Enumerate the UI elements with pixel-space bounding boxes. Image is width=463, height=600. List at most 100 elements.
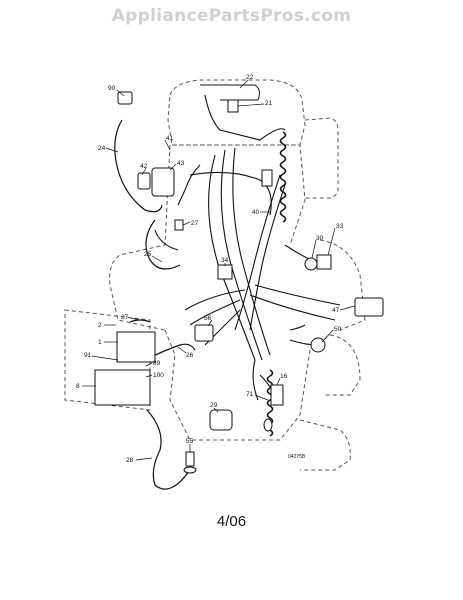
drawing-number: 04275B [288,454,306,460]
callout-42: 42 [140,163,148,170]
leader-21 [237,103,265,107]
harness-branch-right-b [249,294,336,321]
hood-outline [167,79,306,146]
callout-41: 41 [166,135,174,142]
callout-16: 16 [280,373,288,380]
leader-43 [169,163,177,171]
callout-56: 56 [204,315,212,322]
harness-to-switch [177,164,201,206]
cable-26 [144,343,196,361]
leader-89 [145,362,153,367]
callout-27b: 27 [121,314,129,321]
callout-21: 21 [265,100,273,107]
callout-27a: 27 [191,220,199,227]
leader-90 [116,89,125,97]
callout-22: 22 [246,74,254,81]
leader-100 [145,374,153,378]
tractor-outline [64,79,366,471]
callout-2: 2 [98,322,102,329]
leader-27a [182,221,191,226]
callout-40: 40 [252,209,260,216]
component-34-switch [217,264,233,280]
harness-to-lights [204,94,286,141]
harness-to-ground [154,229,179,251]
component-33-key-switch [316,254,332,270]
component-90-relay [117,91,133,105]
leader-71 [254,394,269,401]
callout-24: 24 [98,145,106,152]
callout-50: 50 [334,326,342,333]
callout-30: 30 [316,235,324,242]
component-55-bolt [185,451,195,467]
component-56-module [194,324,214,342]
harness-upper-loop [189,171,272,216]
component-21-light [227,99,239,113]
component-43-solenoid [151,167,175,197]
leader-16 [276,377,281,386]
harness-branch-left [184,289,246,311]
callout-29: 29 [210,402,218,409]
coil-sleeve-upper [279,131,287,223]
callout-28: 28 [126,457,134,464]
battery-tray-outline [64,309,151,411]
rear-left-fender-outline [319,239,366,331]
leader-41 [164,139,171,151]
callout-71: 71 [246,391,254,398]
callout-8: 8 [76,383,80,390]
cable-27-lead [129,319,151,323]
component-22-headlight-harness [200,84,260,101]
leader-30 [311,239,317,259]
leader-42 [141,167,147,176]
harness-branch-right [254,284,341,306]
cable-28 [146,409,191,490]
rear-right-fender-outline [325,334,361,396]
callout-89: 89 [153,360,161,367]
leader-22 [239,79,249,89]
harness-branch-left-b [189,299,241,326]
leader-91 [91,355,119,361]
component-30-ignition [304,257,318,271]
page-date: 4/06 [216,513,247,530]
component-40-connector [261,169,273,187]
front-right-wheel-outline [304,117,339,199]
front-axle-outline [172,144,306,246]
callout-labels: 90 22 21 24 41 43 42 27 40 33 30 25 34 2… [76,74,344,464]
callout-34: 34 [221,257,229,264]
rear-wheel-outline [299,419,351,471]
watermark: AppliancePartsPros.com [111,6,352,26]
leader-56 [207,319,213,327]
leader-lines [82,79,356,461]
callout-1: 1 [98,339,102,346]
callout-47: 47 [332,307,340,314]
harness-main-bundle-c [232,147,271,356]
leader-28 [135,457,153,461]
cable-24 [114,119,163,213]
harness-branch-left-c [204,309,241,346]
leader-47 [339,305,356,311]
leader-50 [321,329,334,343]
component-27-connector [174,219,184,231]
leader-24 [105,147,119,153]
leader-33 [327,227,336,256]
component-battery-tray-8 [94,369,151,406]
leader-26 [177,346,187,354]
harness-main-bundle-a [208,154,256,361]
component-71-sleeve-end [263,418,273,432]
harness-main-bundle-e [249,184,286,331]
harness-to-pto [289,324,306,331]
leader-29 [213,407,219,413]
component-50-plug [310,337,326,353]
callout-91: 91 [84,352,92,359]
harness-main-bundle-d [234,174,281,331]
component-16-clutch-switch [270,384,284,406]
callout-100: 100 [153,372,164,379]
seat-deck-outline [164,329,331,441]
cable-25 [145,219,181,270]
component-29-seat-switch [209,409,233,431]
callout-55: 55 [186,438,194,445]
component-pto-switch [354,297,384,317]
callout-90: 90 [108,85,116,92]
leader-25 [151,255,163,263]
callout-43: 43 [177,160,185,167]
component-55-washer [183,466,197,474]
